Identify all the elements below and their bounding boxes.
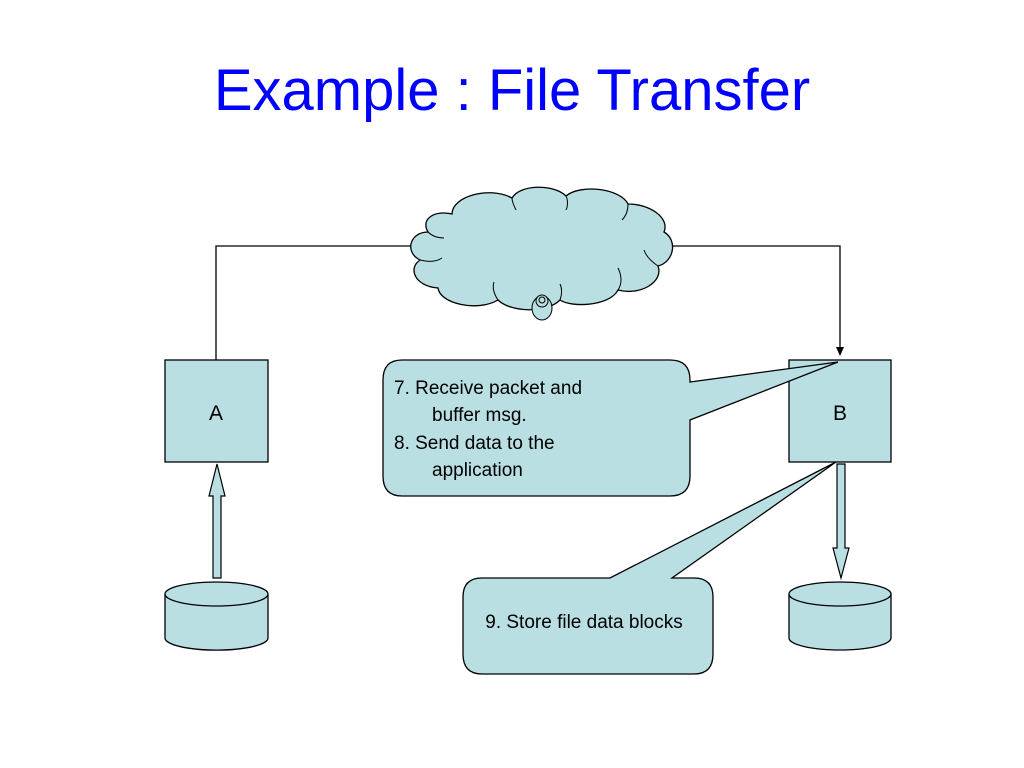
link-network-to-b	[668, 245, 844, 356]
download-arrow-b	[832, 463, 850, 581]
callout-receive: 7. Receive packet and buffer msg. 8. Sen…	[382, 359, 839, 497]
host-a-box: A	[164, 359, 269, 463]
link-a-to-network	[215, 245, 420, 360]
callout-receive-line-3: 8. Send data to the	[394, 433, 555, 454]
network-cloud-icon	[410, 186, 674, 321]
callout-store-text: 9. Store file data blocks	[485, 612, 683, 633]
upload-arrow-a	[208, 463, 226, 579]
callout-store: 9. Store file data blocks	[462, 461, 837, 675]
database-b-icon	[788, 581, 892, 651]
database-a-icon	[164, 581, 269, 651]
host-b-label: B	[833, 402, 847, 425]
slide-title: Example : File Transfer	[213, 58, 811, 123]
host-a-label: A	[209, 402, 223, 425]
callout-receive-line-1: 7. Receive packet and	[394, 378, 582, 399]
host-b-box: B	[788, 359, 892, 463]
callout-receive-line-4: application	[432, 460, 523, 481]
callout-receive-line-2: buffer msg.	[432, 405, 527, 426]
